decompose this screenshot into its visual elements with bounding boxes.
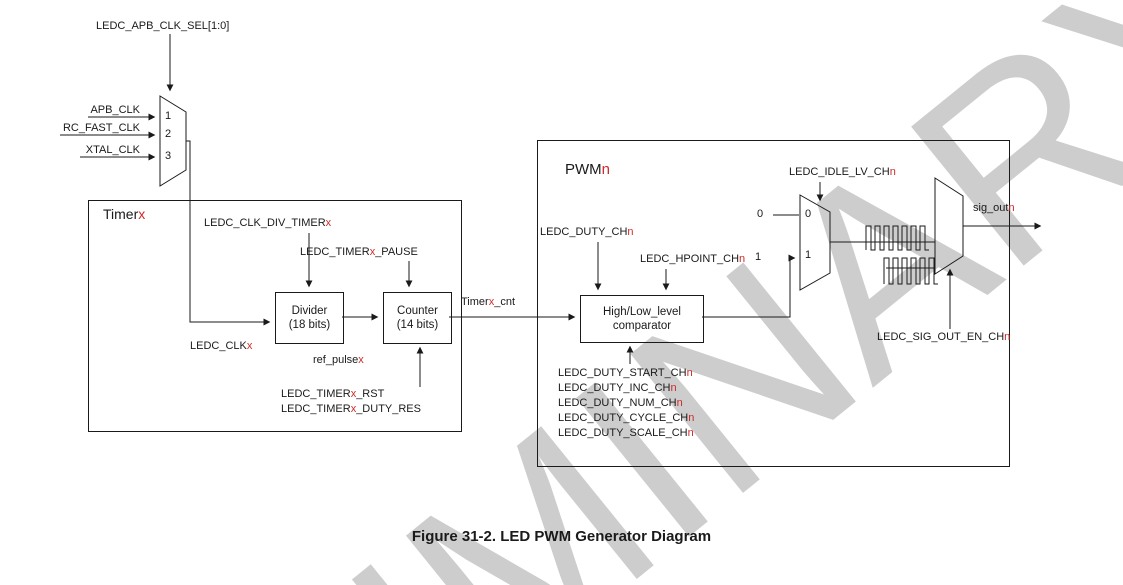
clock-mux-port-1: 1: [165, 110, 172, 122]
timer-block-frame: [88, 200, 462, 432]
idle-mux-const-zero: 0: [757, 208, 764, 220]
idle-mux-in1-mark: 1: [755, 251, 762, 263]
label-sig-out: sig_outn: [973, 202, 1015, 214]
duty-params-list: LEDC_DUTY_START_CHn LEDC_DUTY_INC_CHn LE…: [558, 366, 694, 441]
clock-mux-wires: [60, 34, 271, 326]
pwm-waveform-1: [865, 225, 929, 251]
pwm-waveform-2: [883, 257, 938, 285]
label-duty-param: LEDC_DUTY_INC_CHn: [558, 382, 677, 394]
label-ledc-clk: LEDC_CLKx: [190, 340, 253, 352]
timer-wires: [305, 233, 576, 387]
label-sig-out-en: LEDC_SIG_OUT_EN_CHn: [877, 331, 1011, 343]
timer-title: Timerx: [103, 206, 146, 222]
label-apb-clk: APB_CLK: [90, 104, 140, 116]
label-hpoint-ch: LEDC_HPOINT_CHn: [640, 253, 746, 265]
wire-comparator-to-idle-mux: [702, 254, 796, 318]
label-xtal-clk: XTAL_CLK: [85, 144, 140, 156]
label-clk-div-timer: LEDC_CLK_DIV_TIMERx: [204, 217, 332, 229]
pwm-wires: [594, 177, 1042, 364]
idle-mux-port-1: 1: [805, 249, 812, 261]
counter-box: Counter (14 bits): [383, 292, 452, 344]
label-timer-rst: LEDC_TIMERx_RST: [281, 388, 385, 400]
clock-mux-shape: [159, 95, 187, 187]
label-timer-pause: LEDC_TIMERx_PAUSE: [300, 246, 418, 258]
idle-mux-shape: [799, 194, 831, 291]
output-mux-shape: [934, 177, 964, 275]
pwm-title: PWMn: [565, 161, 611, 178]
label-duty-param: LEDC_DUTY_CYCLE_CHn: [558, 412, 695, 424]
clock-mux-port-3: 3: [165, 150, 172, 162]
label-ref-pulse: ref_pulsex: [313, 354, 364, 366]
label-timer-cnt: Timerx_cnt: [461, 296, 515, 308]
pwm-block-frame: [537, 140, 1010, 467]
label-duty-param: LEDC_DUTY_START_CHn: [558, 367, 693, 379]
label-duty-param: LEDC_DUTY_SCALE_CHn: [558, 427, 694, 439]
label-apb-clk-sel: LEDC_APB_CLK_SEL[1:0]: [96, 20, 230, 32]
clock-mux-port-2: 2: [165, 128, 172, 140]
label-rc-fast-clk: RC_FAST_CLK: [62, 122, 140, 134]
divider-box: Divider (18 bits): [275, 292, 344, 344]
figure-caption: Figure 31-2. LED PWM Generator Diagram: [411, 528, 712, 545]
idle-mux-port-0: 0: [805, 208, 812, 220]
comparator-box: High/Low_level comparator: [580, 295, 704, 343]
label-idle-lv: LEDC_IDLE_LV_CHn: [789, 166, 896, 178]
label-duty-ch: LEDC_DUTY_CHn: [540, 226, 634, 238]
wire-clock-to-divider: [186, 140, 271, 326]
label-duty-param: LEDC_DUTY_NUM_CHn: [558, 397, 683, 409]
label-timer-duty-res: LEDC_TIMERx_DUTY_RES: [281, 403, 421, 415]
